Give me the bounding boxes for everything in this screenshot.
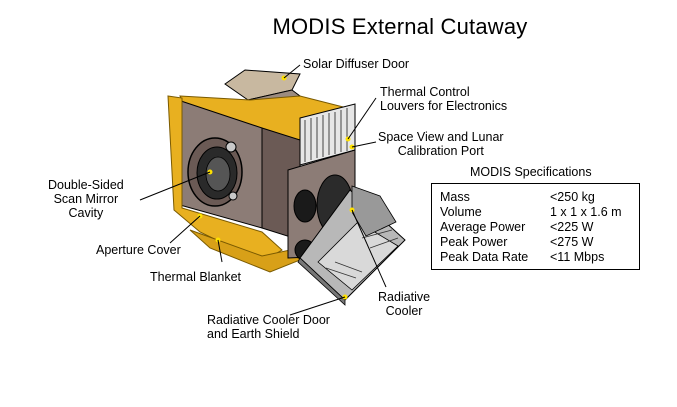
spec-name: Volume — [440, 205, 482, 219]
spec-value: <11 Mbps — [550, 250, 605, 264]
label-radiative-cooler-door: Radiative Cooler Door and Earth Shield — [207, 313, 330, 341]
leader-space-view — [351, 141, 377, 148]
label-solar-diffuser-door: Solar Diffuser Door — [303, 57, 410, 71]
leader-radiative-cooler — [351, 209, 387, 288]
specs-title: MODIS Specifications — [470, 165, 592, 179]
leader-thermal-blanket — [217, 239, 223, 263]
spec-name: Peak Power — [440, 235, 508, 249]
leader-louvers — [347, 97, 377, 140]
solar-diffuser-door — [224, 69, 301, 101]
leader-cooler-door — [289, 296, 346, 316]
leader-solar-diffuser — [283, 64, 301, 79]
spec-value: <250 kg — [550, 190, 595, 204]
thermal-blanket-left — [167, 95, 283, 263]
label-aperture-cover: Aperture Cover — [96, 243, 181, 257]
spec-value: <225 W — [550, 220, 594, 234]
leader-scan-mirror — [139, 171, 211, 201]
label-space-view-port: Space View and Lunar Calibration Port — [378, 130, 504, 158]
spec-name: Average Power — [440, 220, 526, 234]
spec-name: Peak Data Rate — [440, 250, 529, 264]
spec-name: Mass — [440, 190, 470, 204]
specs-table: Mass <250 kg Volume 1 x 1 x 1.6 m Averag… — [431, 183, 640, 270]
spec-value: 1 x 1 x 1.6 m — [550, 205, 622, 219]
label-scan-mirror-cavity: Double-Sided Scan Mirror Cavity — [48, 178, 124, 220]
leader-aperture-cover — [169, 215, 201, 244]
label-radiative-cooler: Radiative Cooler — [378, 290, 431, 318]
label-thermal-control-louvers: Thermal Control Louvers for Electronics — [380, 85, 508, 113]
spec-value: <275 W — [550, 235, 594, 249]
space-view-port — [293, 189, 317, 223]
diagram-title: MODIS External Cutaway — [272, 14, 528, 39]
label-thermal-blanket: Thermal Blanket — [150, 270, 242, 284]
